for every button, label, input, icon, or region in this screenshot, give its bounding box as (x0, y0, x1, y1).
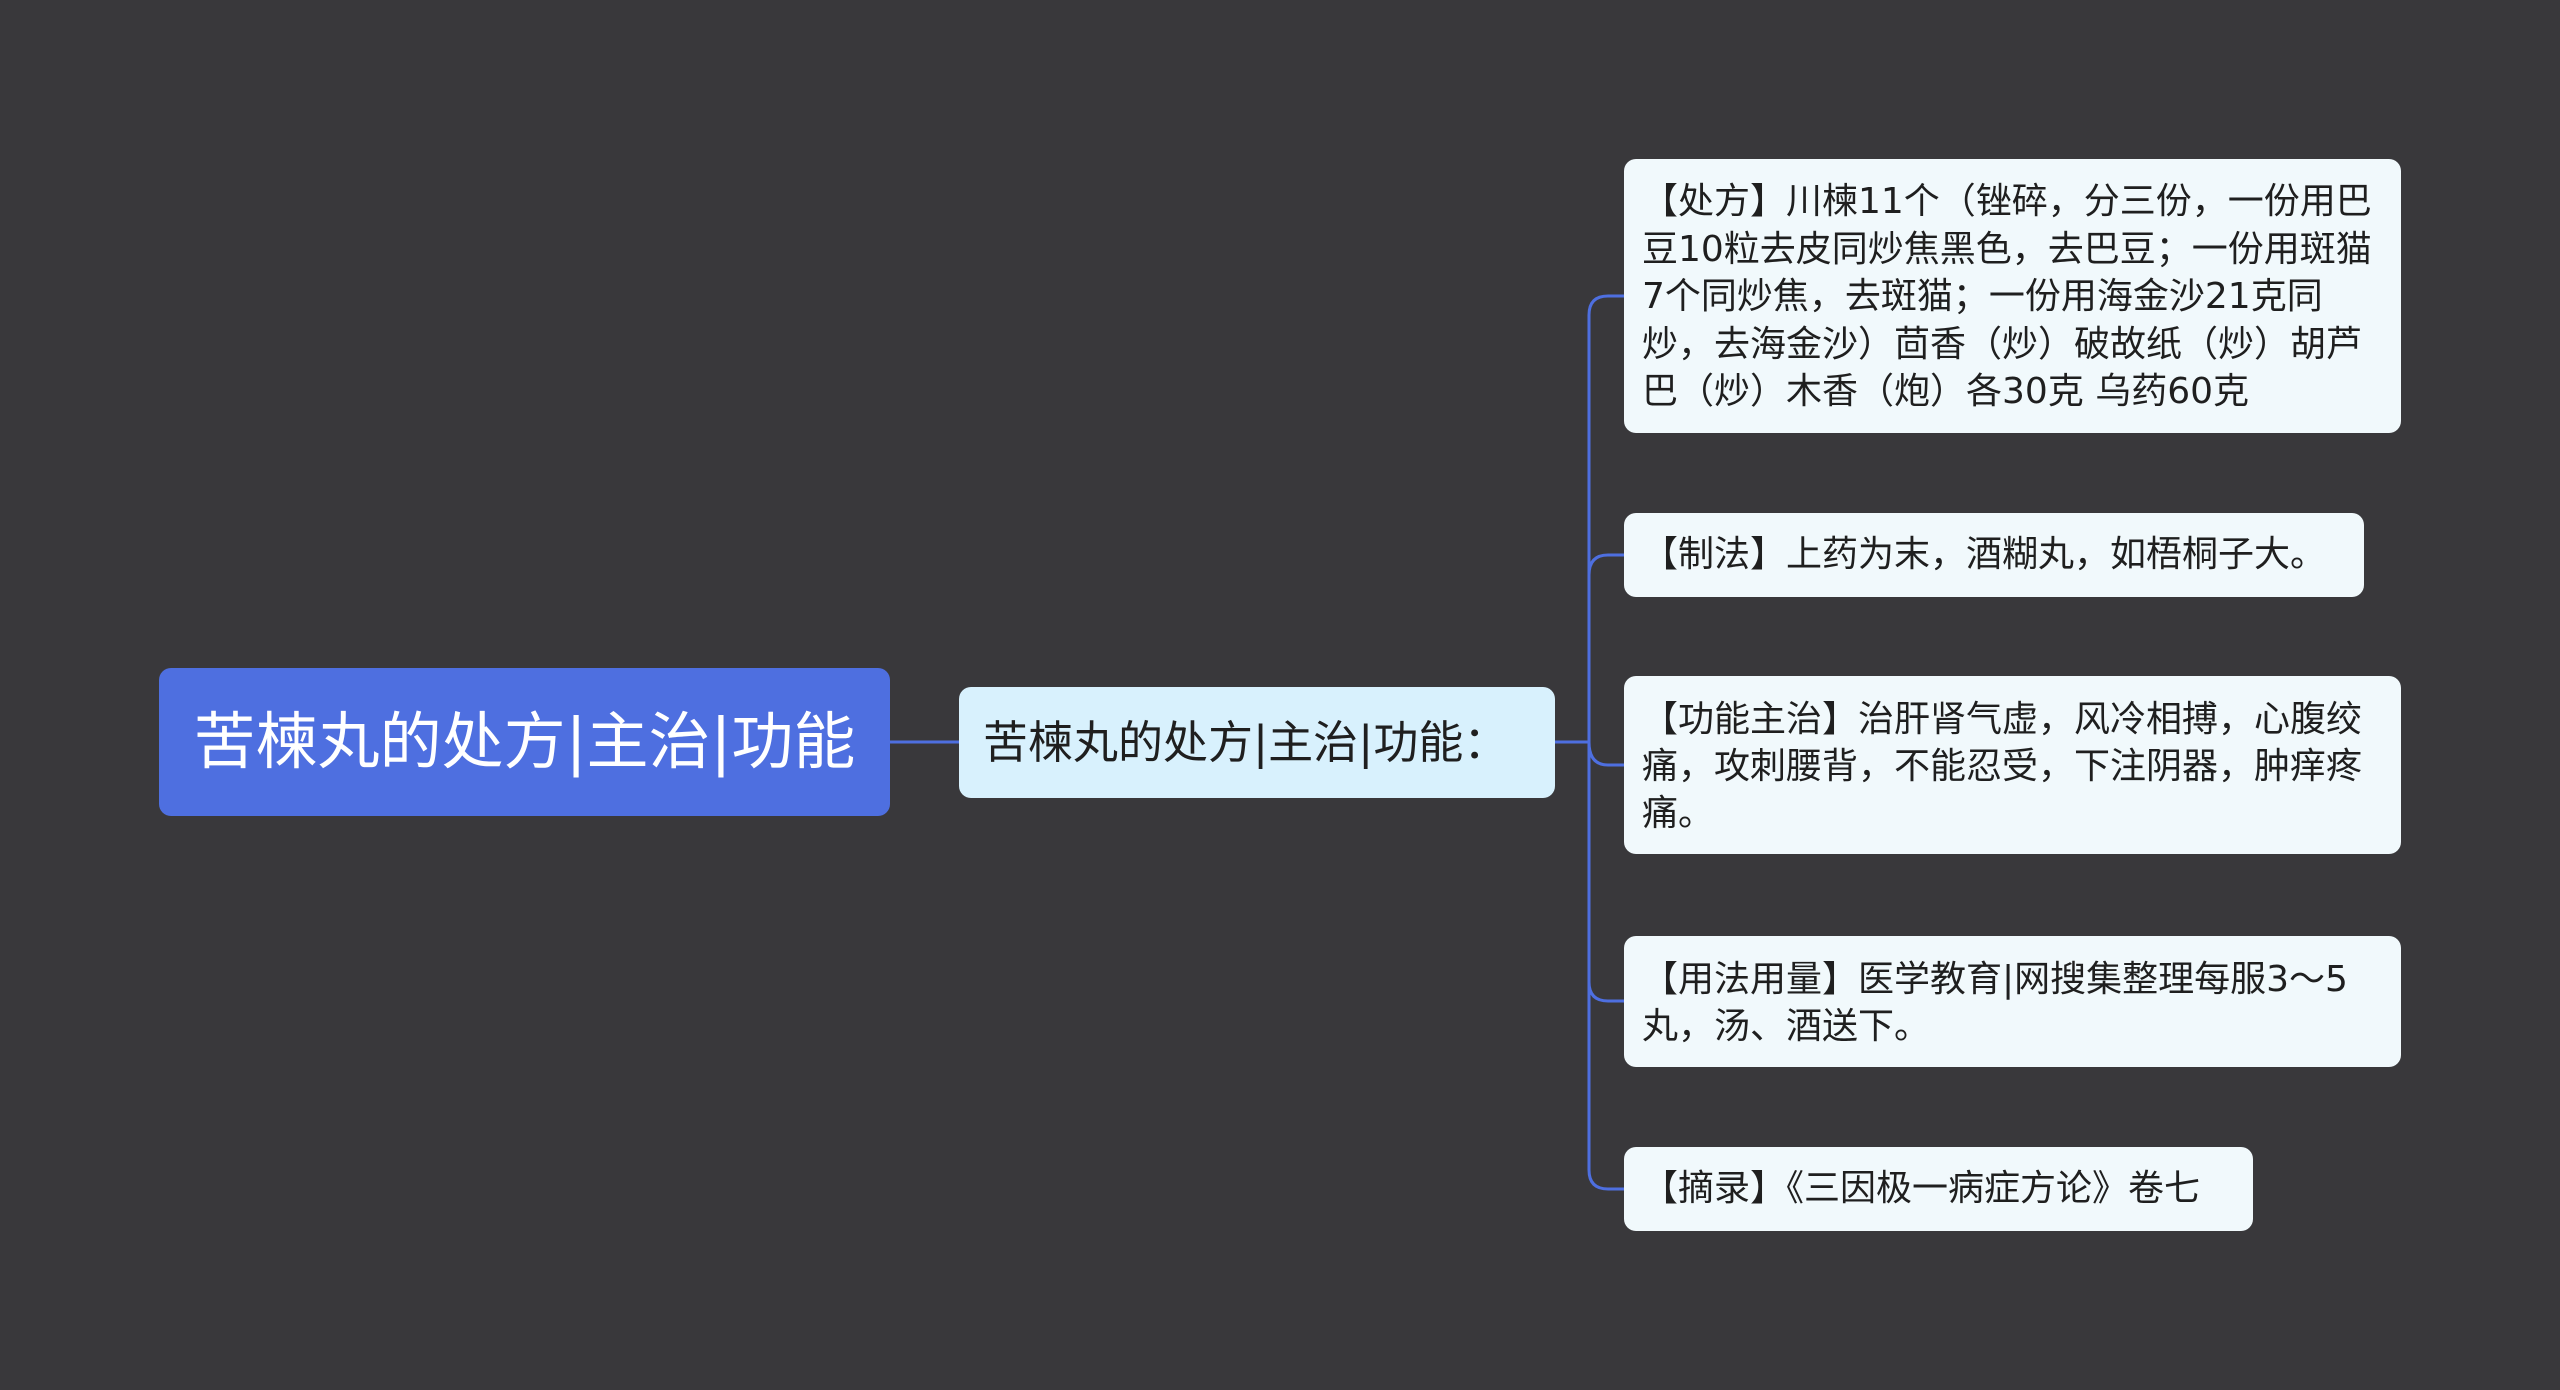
leaf-topic-label: 【用法用量】医学教育|网搜集整理每服3～5丸，汤、酒送下。 (1642, 959, 2348, 1047)
leaf-topic-indications[interactable]: 【功能主治】治肝肾气虚，风冷相搏，心腹绞痛，攻刺腰背，不能忍受，下注阴器，肿痒疼… (1624, 676, 2401, 854)
leaf-topic-source[interactable]: 【摘录】《三因极一病症方论》卷七 (1624, 1147, 2253, 1231)
leaf-topic-label: 【摘录】《三因极一病症方论》卷七 (1642, 1168, 2201, 1209)
branch-topic[interactable]: 苦楝丸的处方|主治|功能： (959, 687, 1555, 798)
leaf-topic-label: 【功能主治】治肝肾气虚，风冷相搏，心腹绞痛，攻刺腰背，不能忍受，下注阴器，肿痒疼… (1642, 699, 2363, 834)
connector-leaf-5 (1587, 982, 1624, 1191)
connector-leaf-1 (1587, 294, 1624, 742)
leaf-topic-preparation[interactable]: 【制法】上药为末，酒糊丸，如梧桐子大。 (1624, 513, 2364, 597)
connector-leaf-2 (1587, 553, 1624, 576)
leaf-topic-label: 【制法】上药为末，酒糊丸，如梧桐子大。 (1642, 534, 2327, 575)
leaf-topic-label: 【处方】川楝11个（锉碎，分三份，一份用巴豆10粒去皮同炒焦黑色，去巴豆；一份用… (1642, 181, 2372, 412)
leaf-topic-dosage[interactable]: 【用法用量】医学教育|网搜集整理每服3～5丸，汤、酒送下。 (1624, 936, 2401, 1067)
connector-leaf-4 (1587, 742, 1624, 1003)
branch-topic-label: 苦楝丸的处方|主治|功能： (983, 716, 1509, 769)
root-topic-label: 苦楝丸的处方|主治|功能 (193, 705, 856, 778)
connector-leaf-3 (1587, 741, 1624, 767)
leaf-topic-prescription[interactable]: 【处方】川楝11个（锉碎，分三份，一份用巴豆10粒去皮同炒焦黑色，去巴豆；一份用… (1624, 159, 2401, 433)
root-topic[interactable]: 苦楝丸的处方|主治|功能 (159, 668, 890, 816)
